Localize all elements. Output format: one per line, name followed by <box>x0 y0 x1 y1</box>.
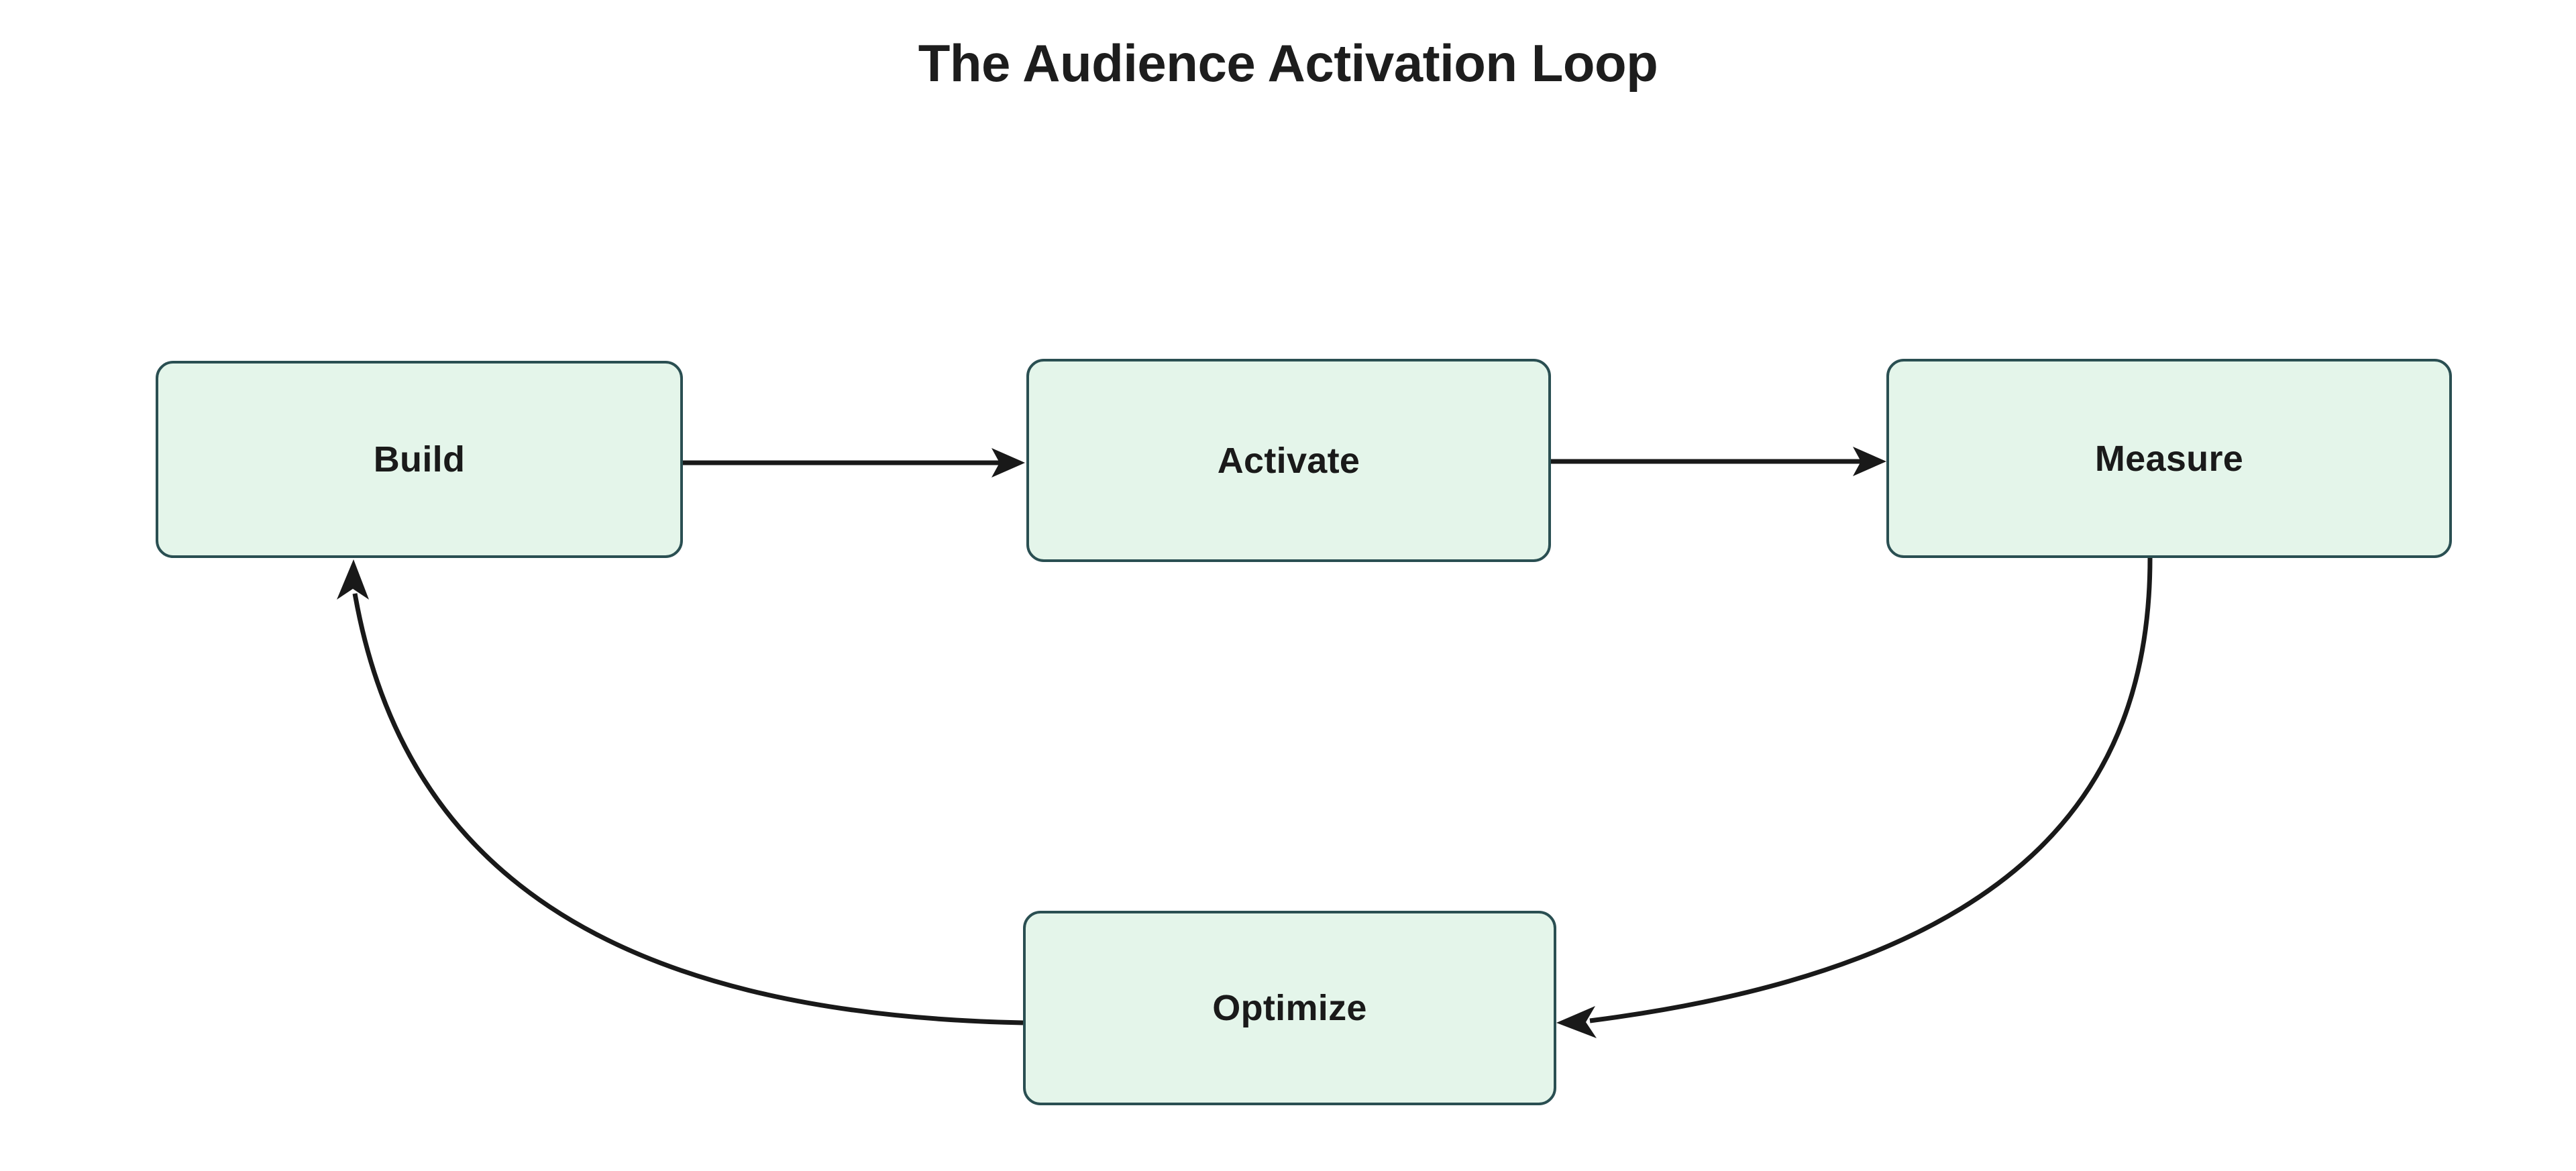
node-build[interactable]: Build <box>156 361 683 558</box>
node-activate[interactable]: Activate <box>1026 359 1551 562</box>
edge-measure-to-optimize <box>1556 557 2153 1038</box>
arrowhead-icon <box>1556 1006 1597 1038</box>
node-activate-label: Activate <box>1217 440 1360 481</box>
page-title: The Audience Activation Loop <box>918 34 1658 93</box>
node-measure[interactable]: Measure <box>1886 359 2452 558</box>
node-optimize[interactable]: Optimize <box>1023 911 1556 1105</box>
edge-optimize-to-build <box>337 559 1024 1025</box>
arrowhead-icon <box>1853 447 1886 476</box>
node-build-label: Build <box>373 439 466 480</box>
edge-activate-to-measure <box>1551 447 1886 476</box>
arrowhead-icon <box>991 448 1025 478</box>
node-optimize-label: Optimize <box>1212 988 1367 1028</box>
node-measure-label: Measure <box>2094 438 2244 479</box>
arrowhead-icon <box>337 559 369 600</box>
edge-build-to-activate <box>683 448 1025 478</box>
